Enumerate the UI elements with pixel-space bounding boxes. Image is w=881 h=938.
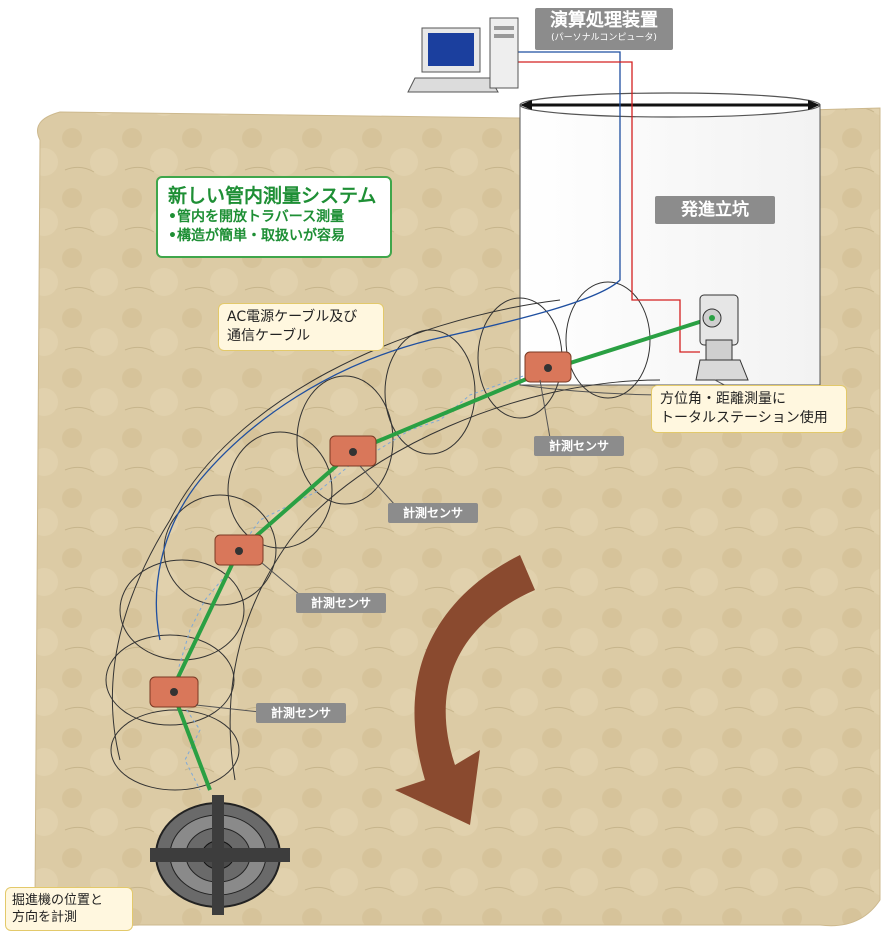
total-station-note-line-1: 方位角・距離測量に — [660, 391, 786, 407]
leader-lines — [195, 379, 731, 713]
shaft-label: 発進立坑 — [655, 196, 775, 224]
sensor-lenses — [170, 364, 552, 696]
computer-label: 演算処理装置 (パーソナルコンピュータ) — [535, 8, 673, 50]
sensor-label-2: 計測センサ — [388, 503, 478, 523]
direction-arrow — [395, 555, 535, 825]
machine-note-line-2: 方向を計測 — [12, 910, 78, 925]
machine-note-line-1: 掘進機の位置と — [12, 893, 104, 908]
total-station-note-line-2: トータルステーション使用 — [660, 410, 828, 426]
cable-note-line-1: AC電源ケーブル及び — [227, 309, 358, 325]
sensor-label-1: 計測センサ — [534, 436, 624, 456]
sensor-label-4: 計測センサ — [256, 703, 346, 723]
communication-cable — [155, 51, 621, 641]
computer-label-title: 演算処理装置 — [550, 10, 658, 31]
system-description-box: 新しい管内測量システム •管内を開放トラバース測量 •構造が簡単・取扱いが容易 — [156, 176, 392, 258]
cable-note-line-2: 通信ケーブル — [227, 328, 311, 344]
total-station-icon — [695, 294, 749, 381]
tunnel-boring-machine-icon — [150, 795, 290, 915]
system-feature-2: •構造が簡単・取扱いが容易 — [168, 228, 345, 244]
power-cable — [510, 61, 700, 353]
system-feature-1: •管内を開放トラバース測量 — [168, 209, 345, 225]
personal-computer-icon — [407, 17, 519, 93]
machine-note: 掘進機の位置と 方向を計測 — [5, 887, 133, 931]
cable-note: AC電源ケーブル及び 通信ケーブル — [218, 303, 384, 351]
launch-shaft — [519, 92, 821, 396]
sensor-label-3: 計測センサ — [296, 593, 386, 613]
computer-label-subtitle: (パーソナルコンピュータ) — [551, 33, 657, 43]
system-title: 新しい管内測量システム — [168, 185, 377, 207]
total-station-note: 方位角・距離測量に トータルステーション使用 — [651, 385, 847, 433]
